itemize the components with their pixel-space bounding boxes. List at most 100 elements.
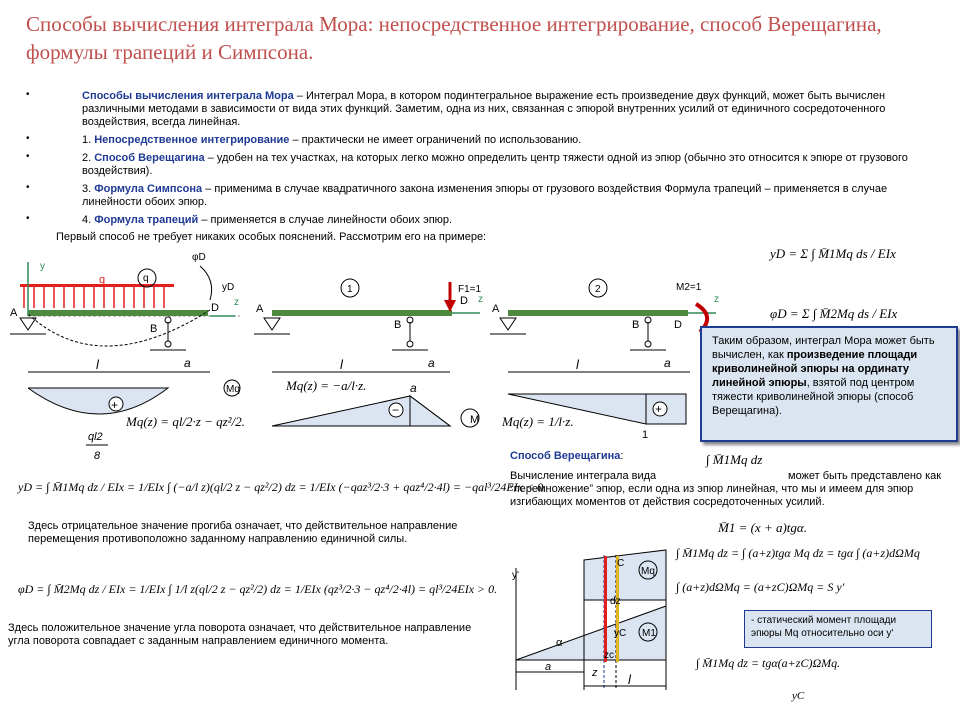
bullet-lead: Способы вычисления интеграла Мора <box>82 90 294 102</box>
yc-under-label: yC <box>792 690 805 702</box>
ql2-denominator: 8 <box>94 450 101 462</box>
axis-z-label: z <box>714 294 719 305</box>
dist-l-label: l <box>628 672 632 687</box>
load-circle-label: q <box>143 273 149 284</box>
beam-bar <box>28 310 208 316</box>
zc-label: zc <box>604 650 614 661</box>
bullet-item: • 1. Непосредственное интегрирование – пр… <box>26 133 926 147</box>
plus-sign: + <box>111 398 118 412</box>
phid-full-formula: φD = ∫ M̄2Mq dz / EIx = 1/EIx ∫ 1/l z(ql… <box>18 582 498 596</box>
support-b-label: B <box>394 319 401 331</box>
vereshchagin-text-start: Вычисление интеграла вида <box>510 470 657 482</box>
span-a-label: a <box>428 356 435 370</box>
mq-label: Mq <box>226 384 240 395</box>
static-moment-note: - статический момент площади эпюры Mq от… <box>744 610 932 648</box>
vereshchagin-heading-line: Способ Верещагина: <box>510 450 623 463</box>
yd-sum-formula: yD = Σ ∫ M̄1Mq ds / EIx <box>770 246 896 261</box>
bullet-lead: Способ Верещагина <box>94 152 205 164</box>
beam-diagrams: q q y z A B D φD yD l a + Mq ql2 8 1 F1=… <box>10 252 719 462</box>
support-a-label: A <box>10 307 18 319</box>
m1-line-formula: M̄1 = (x + a)tgα. <box>718 520 807 535</box>
m1-circle-label: M1 <box>642 628 656 639</box>
vereshchagin-heading: Способ Верещагина <box>510 450 621 462</box>
dz-label: dz <box>610 596 621 607</box>
plus-sign: + <box>655 402 662 416</box>
chain-formula-3: ∫ M̄1Mq dz = tgα(a+zC)ΩMq. <box>696 656 841 670</box>
m2-label: M2=1 <box>676 282 702 293</box>
vereshchagin-text: может быть представлено как “перемножени… <box>510 470 942 508</box>
ql2-numerator: ql2 <box>88 431 103 443</box>
vereshchagin-note: Таким образом, интеграл Мора может быть … <box>700 326 958 442</box>
bullet-dot-icon: • <box>26 213 30 224</box>
bullet-text: – удобен на тех участках, на которых лег… <box>82 152 908 177</box>
note-bold: произведение площади криволинейной эпюры… <box>712 349 918 389</box>
bullet-list: • Способы вычисления интеграла Мора – Инт… <box>26 89 926 232</box>
phi-d-label: φD <box>192 252 206 263</box>
bullet-num: 4. <box>82 214 95 226</box>
bullet-dot-icon: • <box>26 133 30 144</box>
rotation-note: Здесь положительное значение угла поворо… <box>8 622 472 647</box>
point-d-label: D <box>674 319 682 331</box>
loaded-beam-scheme: q q y z A B D φD yD l a + Mq ql2 8 <box>10 252 241 462</box>
yd-full-formula: yD = ∫ M̄1Mq dz / EIx = 1/EIx ∫ (−a/l z)… <box>18 480 547 494</box>
chain-formula-1: ∫ M̄1Mq dz = ∫ (a+z)tgα Mq dz = tgα ∫ (a… <box>676 546 920 560</box>
bullet-item: • Способы вычисления интеграла Мора – Инт… <box>26 89 926 129</box>
centroid-c-label: C <box>617 558 624 569</box>
case-2-label: 2 <box>595 284 601 295</box>
bullet-num: 2. <box>82 152 95 164</box>
mq-circle-label: Mq <box>641 566 655 577</box>
intro-line: Первый способ не требует никаких особых … <box>56 231 487 243</box>
unit-moment-scheme: 2 M2=1 D z A B l a + 1 <box>490 278 719 441</box>
load-label: q <box>99 274 105 286</box>
bullet-text: – применима в случае квадратичного закон… <box>82 183 888 208</box>
mq-z-formula: Mq(z) = ql/2·z − qz²/2. <box>126 414 245 429</box>
bullet-dot-icon: • <box>26 89 30 100</box>
support-a-label: A <box>256 303 264 315</box>
bullet-item: • 3. Формула Симпсона – применима в случа… <box>26 182 926 209</box>
note-text: Таким образом, интеграл Мора может быть … <box>712 335 935 361</box>
yc-label: yC <box>614 628 626 639</box>
case-1-label: 1 <box>347 284 353 295</box>
bullet-dot-icon: • <box>26 151 30 162</box>
m2-z-formula: Mq(z) = 1/l·z. <box>502 414 574 429</box>
y-d-label: yD <box>222 282 234 293</box>
bullet-text: – применяется в случае линейности обоих … <box>198 214 453 226</box>
bullet-item: • 4. Формула трапеций – применяется в слу… <box>26 213 926 227</box>
bullet-lead: Непосредственное интегрирование <box>94 134 290 146</box>
alpha-label: α <box>556 637 563 649</box>
vereshchagin-diagram: Mq M1 C yC dz zc α y' a z l <box>512 549 667 690</box>
support-a-label: A <box>492 303 500 315</box>
bullet-text: – практически не имеет ограничений по ис… <box>289 134 582 146</box>
ordinate-one-label: 1 <box>642 429 648 441</box>
y-prime-label: y' <box>512 570 519 581</box>
point-d-label: D <box>211 302 219 314</box>
minus-sign: − <box>392 403 399 417</box>
chain-formula-2: ∫ (a+z)dΩMq = (a+zC)ΩMq = S y' <box>676 580 845 594</box>
f1-label: F1=1 <box>458 284 482 295</box>
bullet-dot-icon: • <box>26 182 30 193</box>
bullet-num: 1. <box>82 134 95 146</box>
ordinate-a-label: a <box>410 381 417 395</box>
support-b-label: B <box>150 323 157 335</box>
note-text-end: , взятой под центром тяжести криволинейн… <box>712 377 915 417</box>
span-l-label: l <box>576 357 580 372</box>
axis-z-label: z <box>478 294 483 305</box>
span-l-label: l <box>340 357 344 372</box>
page-title: Способы вычисления интеграла Мора: непос… <box>26 12 882 64</box>
axis-y-label: y <box>40 261 45 272</box>
bullet-item: • 2. Способ Верещагина – удобен на тех уч… <box>26 151 926 178</box>
bullet-lead: Формула трапеций <box>94 214 199 226</box>
integral-form: ∫ M̄1Mq dz <box>706 452 763 467</box>
bullet-num: 3. <box>82 183 95 195</box>
bullet-text: – Интеграл Мора, в котором подинтегральн… <box>82 90 886 128</box>
unit-force-scheme: 1 F1=1 D z A B l a − a M <box>254 278 483 428</box>
phid-sum-formula: φD = Σ ∫ M̄2Mq ds / EIx <box>770 306 898 321</box>
point-d-label: D <box>460 295 468 307</box>
bullet-lead: Формула Симпсона <box>94 183 203 195</box>
heading-colon: : <box>620 450 624 462</box>
m1-z-formula: Mq(z) = −a/l·z. <box>286 378 367 393</box>
span-a-label: a <box>184 356 191 370</box>
support-b-label: B <box>632 319 639 331</box>
dist-z-label: z <box>591 667 598 679</box>
dist-a-label: a <box>545 661 551 673</box>
